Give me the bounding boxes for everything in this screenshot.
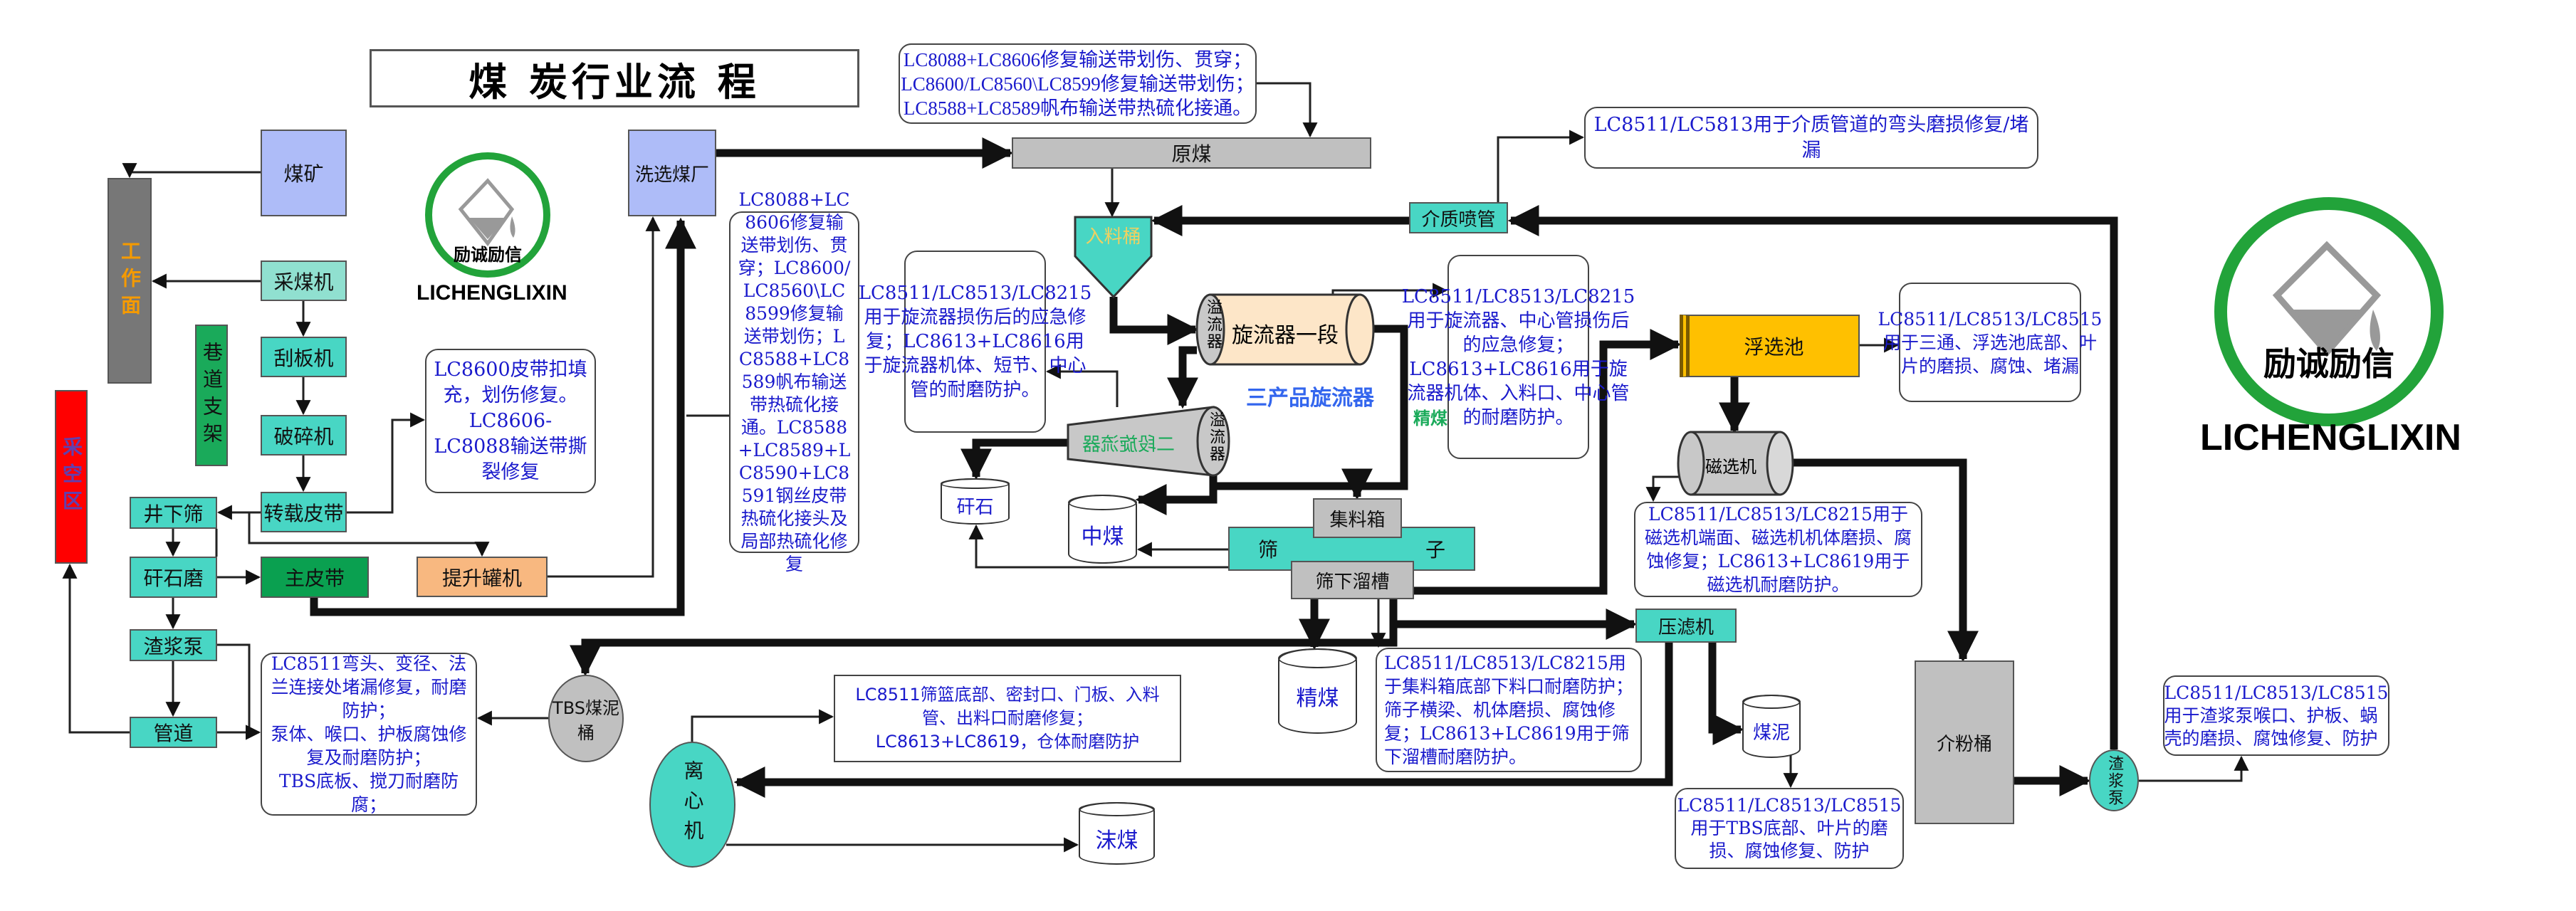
note-belt-top: LC8088+LC8606修复输送带划伤、贯穿； LC8600/LC8560\L… — [899, 43, 1257, 124]
node-washing-plant[interactable]: 洗选煤厂 — [628, 130, 716, 216]
line-cone-note — [1045, 364, 1119, 407]
note-magnetic: LC8511/LC8513/LC8215用于磁选机端面、磁选机机体磨损、腐蚀修复… — [1634, 502, 1922, 597]
node-slurry-pump-left[interactable]: 渣浆泵 — [130, 629, 217, 661]
pouring-cup-icon — [2272, 241, 2382, 357]
node-centrifuge[interactable]: 离心机 — [649, 742, 735, 868]
overflow-1-label: 溢流器 — [1204, 299, 1222, 350]
node-under-screen-chute[interactable]: 筛下溜槽 — [1291, 561, 1414, 599]
thick-chute-tbs — [570, 624, 1398, 677]
logo-left-name: 励诚励信 — [454, 245, 522, 265]
thick-cyclone-cone — [1167, 346, 1198, 409]
logo-left-brand: LICHENGLIXIN — [417, 281, 567, 305]
node-collecting-box[interactable]: 集料箱 — [1313, 498, 1402, 538]
pouring-cup-icon — [458, 178, 515, 247]
node-goaf[interactable]: 采空区 — [55, 390, 88, 564]
magnetic-separator-label: 磁选机 — [1705, 457, 1756, 477]
line-transfer-hoist — [248, 512, 490, 557]
bin-slime[interactable]: 煤泥 — [1742, 695, 1801, 758]
title-box: 煤 炭行业流 程 — [370, 49, 859, 107]
cyclone-stage2-cone — [1067, 406, 1230, 477]
node-shearer[interactable]: 采煤机 — [261, 260, 347, 301]
node-work-face[interactable]: 工作面 — [108, 178, 152, 384]
bin-gangue[interactable]: 矸石 — [941, 478, 1010, 525]
thick-cyclone-collect — [1213, 325, 1408, 490]
line-transfer-note — [347, 412, 426, 514]
cyclone-stage1-label: 旋流器一段 — [1232, 323, 1339, 348]
thick-pump-nozzle — [1507, 205, 2118, 749]
line-topnote-rawcoal — [1257, 82, 1318, 138]
three-product-cyclone-label: 三产品旋流器 — [1246, 386, 1374, 411]
note-belt-buckle: LC8600皮带扣填充，划伤修复。LC8606-LC8088输送带撕裂修复 — [425, 349, 596, 493]
overflow-2-label: 溢流器 — [1207, 411, 1225, 463]
thick-magnetic-medium — [1793, 458, 1979, 663]
node-coal-mine[interactable]: 煤矿 — [261, 130, 347, 216]
bin-fine-coal[interactable]: 沫煤 — [1079, 802, 1155, 865]
thick-cone-middling — [1135, 475, 1218, 515]
line-nozzle-note — [1497, 130, 1585, 202]
note-centrifuge: LC8511筛篮底部、密封口、门板、入料管、出料口耐磨修复； LC8613+LC… — [834, 675, 1181, 762]
page-title: 煤 炭行业流 程 — [468, 59, 760, 105]
clean-coal-flow-label: 精煤 — [1413, 409, 1447, 428]
thick-chute-press — [1389, 599, 1638, 640]
node-scraper[interactable]: 刮板机 — [261, 337, 347, 377]
note-cyclone-left: LC8511/LC8513/LC8215用于旋流器损伤后的应急修复；LC8613… — [859, 251, 1091, 433]
line-pump-note — [217, 643, 261, 740]
node-underground-screen[interactable]: 井下筛 — [130, 497, 217, 529]
node-crusher[interactable]: 破碎机 — [261, 415, 347, 456]
cyclone-stage1-cylinder — [1195, 293, 1375, 366]
node-slurry-pump-right[interactable]: 渣浆泵 — [2089, 749, 2139, 811]
line-mine-workface — [122, 163, 261, 179]
thick-press-centrifuge — [733, 643, 1673, 798]
node-roadway-support[interactable]: 巷道支架 — [195, 325, 228, 466]
note-medium-pipe: LC8511/LC5813用于介质管道的弯头磨损修复/堵漏 — [1584, 107, 2038, 169]
screen-right-label: 子 — [1425, 538, 1445, 562]
node-tbs-bucket[interactable]: TBS煤泥桶 — [548, 675, 624, 762]
thick-mainbelt-plant — [310, 217, 696, 616]
thick-press-slime — [1708, 643, 1744, 745]
node-raw-coal[interactable]: 原煤 — [1012, 137, 1371, 169]
logo-right: 励诚励信 — [2214, 197, 2444, 426]
note-flotation: LC8511/LC8513/LC8515用于三通、浮选池底部、叶片的磨损、腐蚀、… — [1878, 283, 2102, 402]
line-pipe-goaf — [62, 563, 130, 734]
node-transfer-belt[interactable]: 转载皮带 — [261, 492, 347, 532]
node-medium-nozzle[interactable]: 介质喷管 — [1409, 202, 1508, 233]
node-medium-bucket[interactable]: 介粉桶 — [1915, 660, 2014, 824]
thick-bin-cyclone — [1109, 297, 1199, 345]
note-collecting: LC8511/LC8513/LC8215用于集料箱底部下料口耐磨防护；筛子横梁、… — [1376, 648, 1642, 772]
note-pipe-elbow: LC8511弯头、变径、法兰连接处堵漏修复，耐磨防护； 泵体、喉口、护板腐蚀修复… — [261, 653, 477, 816]
cyclone-stage2-label: 二段旋流器 — [1082, 434, 1176, 456]
line-screen-gangue — [968, 524, 1228, 569]
bin-clean-coal[interactable]: 精煤 — [1278, 648, 1357, 734]
note-tbs: LC8511/LC8513/LC8515用于TBS底部、叶片的磨损、腐蚀修复、防… — [1675, 788, 1904, 869]
note-cyclone-right: LC8511/LC8513/LC8215用于旋流器、中心管损伤后的应急修复；LC… — [1402, 255, 1635, 459]
line-centrifuge-note — [691, 709, 834, 742]
screen-left-label: 筛 — [1258, 538, 1279, 562]
logo-left: 励诚励信 — [425, 152, 550, 278]
node-pipeline[interactable]: 管道 — [130, 717, 217, 748]
magnetic-separator-drum — [1677, 431, 1794, 496]
node-main-belt[interactable]: 主皮带 — [261, 557, 369, 598]
bin-middling[interactable]: 中煤 — [1068, 495, 1137, 564]
node-filter-press[interactable]: 压滤机 — [1635, 609, 1737, 643]
feed-bin-hopper — [1074, 216, 1153, 299]
logo-right-name: 励诚励信 — [2263, 344, 2394, 383]
logo-right-brand: LICHENGLIXIN — [2200, 417, 2461, 458]
node-hoist[interactable]: 提升罐机 — [417, 557, 548, 597]
feed-bin-label: 入料桶 — [1085, 226, 1141, 248]
line-pump-note-right — [2139, 755, 2249, 782]
thick-chute-flotation — [1414, 329, 1682, 595]
line-hoist-plant — [548, 216, 661, 578]
node-flotation[interactable]: 浮选池 — [1680, 315, 1860, 377]
thick-cone-gangue — [960, 438, 1068, 480]
note-slurry-pump: LC8511/LC8513/LC8515用于渣浆泵喉口、护板、蜗壳的磨损、腐蚀修… — [2163, 675, 2389, 756]
node-gangue-mill[interactable]: 矸石磨 — [130, 557, 217, 598]
note-belt-side: LC8088+LC8606修复输送带划伤、贯穿；LC8600/LC8560\LC… — [729, 189, 859, 574]
